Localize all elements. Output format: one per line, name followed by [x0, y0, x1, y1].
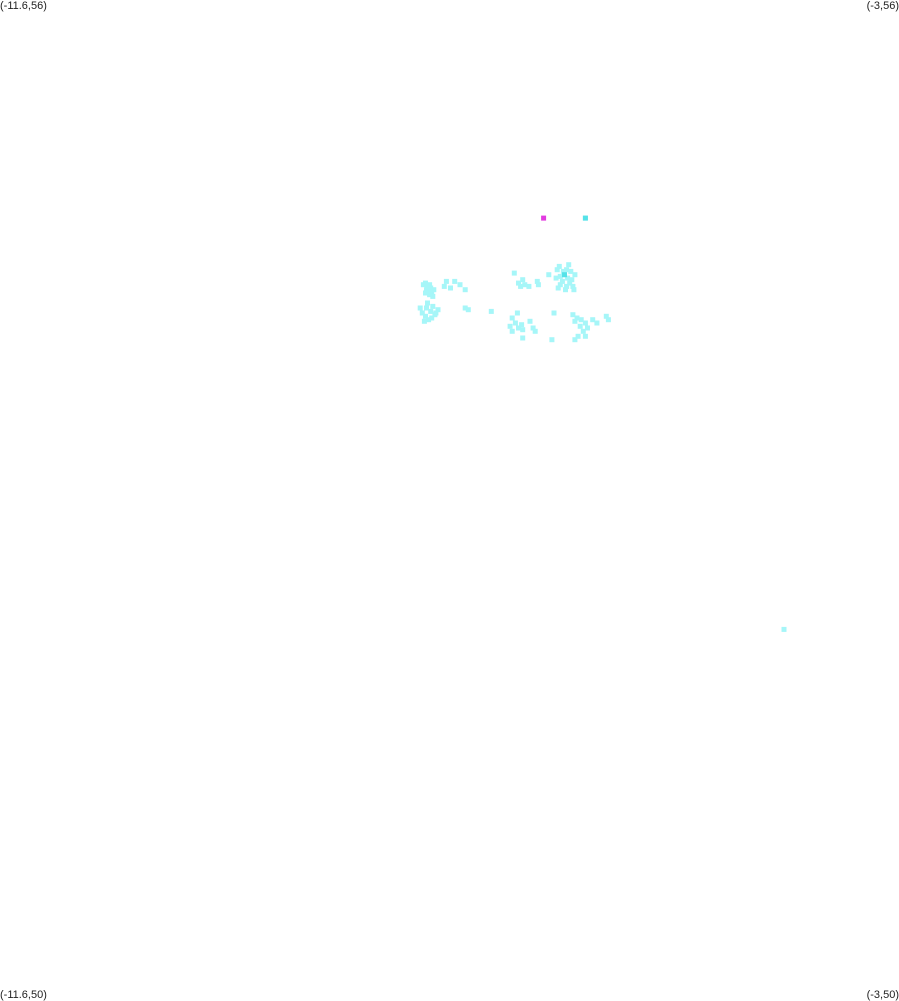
map-point-s0-77 — [572, 337, 578, 343]
map-point-s0-58 — [527, 318, 533, 324]
map-point-s0-57 — [520, 327, 526, 333]
map-point-s0-47 — [462, 305, 468, 311]
map-point-s0-16 — [522, 282, 528, 288]
map-point-s0-90 — [435, 307, 441, 313]
map-point-s0-88 — [429, 315, 435, 321]
map-point-s0-79 — [425, 300, 430, 306]
map-point-s0-19 — [534, 278, 540, 284]
map-point-s0-39 — [571, 287, 577, 293]
map-point-s0-10 — [431, 287, 437, 293]
map-point-s0-63 — [574, 315, 580, 321]
map-point-s0-89 — [421, 318, 427, 324]
map-point-s0-48 — [465, 307, 471, 313]
map-point-s0-61 — [570, 312, 576, 318]
map-point-s0-60 — [532, 328, 538, 334]
map-point-s0-80 — [428, 308, 434, 314]
map-point-s0-17 — [526, 283, 532, 289]
map-point-s0-85 — [417, 305, 423, 311]
map-point-s2-0 — [541, 215, 547, 221]
map-point-s0-12 — [546, 272, 552, 278]
map-point-s0-68 — [575, 333, 581, 339]
map-point-s0-29 — [564, 283, 570, 289]
map-point-s0-21 — [556, 263, 562, 269]
map-point-s1-1 — [582, 215, 588, 221]
map-point-s0-43 — [443, 278, 449, 284]
map-point-s0-40 — [553, 275, 559, 281]
map-point-s0-84 — [426, 317, 432, 323]
corner-label-top-right: (-3,56) — [866, 0, 899, 12]
map-point-s0-73 — [603, 313, 609, 319]
map-point-s0-42 — [457, 282, 463, 288]
map-point-s0-76 — [549, 337, 555, 343]
map-point-s0-18 — [516, 280, 521, 286]
map-point-s0-1 — [423, 280, 428, 286]
map-point-s0-9 — [427, 292, 433, 298]
map-point-s0-27 — [559, 278, 565, 284]
map-point-s0-53 — [516, 325, 521, 331]
map-point-s0-65 — [582, 320, 588, 326]
map-point-s0-26 — [565, 275, 571, 281]
map-point-s0-20 — [535, 282, 541, 288]
map-point-s0-6 — [426, 288, 432, 294]
map-point-s0-64 — [578, 317, 584, 323]
map-point-s0-56 — [509, 328, 515, 334]
map-point-s0-70 — [590, 317, 596, 323]
map-point-s0-11 — [430, 293, 436, 299]
map-point-s0-62 — [572, 318, 578, 324]
map-point-s0-33 — [554, 267, 560, 273]
map-point-s0-66 — [577, 323, 583, 329]
map-point-s0-83 — [430, 303, 436, 309]
map-point-s0-45 — [441, 283, 447, 289]
map-point-s0-32 — [572, 272, 578, 278]
map-point-s0-28 — [567, 280, 573, 286]
map-point-s0-35 — [560, 268, 566, 274]
map-point-s0-54 — [519, 322, 525, 328]
map-point-s0-81 — [419, 310, 425, 316]
map-point-s0-34 — [566, 262, 572, 268]
map-point-s0-82 — [423, 313, 428, 319]
map-point-s0-14 — [520, 277, 526, 283]
map-point-s0-22 — [564, 267, 570, 273]
corner-label-bottom-left: (-11.6,50) — [0, 989, 47, 1001]
map-point-s0-75 — [520, 335, 526, 341]
map-point-s0-50 — [514, 310, 520, 316]
map-point-s0-23 — [568, 268, 574, 274]
map-point-s0-49 — [488, 308, 494, 314]
map-point-s0-46 — [462, 287, 468, 293]
map-point-s0-69 — [585, 325, 590, 331]
corner-label-top-left: (-11.6,56) — [0, 0, 47, 12]
map-point-s0-38 — [563, 287, 568, 293]
map-point-s0-37 — [557, 282, 563, 288]
map-point-s0-92 — [781, 626, 787, 632]
map-point-s0-72 — [605, 317, 611, 323]
map-point-s0-78 — [582, 333, 588, 339]
map-point-s0-15 — [518, 283, 524, 289]
corner-label-bottom-right: (-3,50) — [866, 989, 899, 1001]
map-point-s0-67 — [580, 328, 586, 334]
map-point-s0-71 — [594, 320, 600, 326]
map-point-s0-44 — [448, 285, 453, 291]
map-point-s0-41 — [452, 278, 458, 284]
map-point-s0-91 — [433, 310, 439, 316]
map-point-s0-3 — [427, 282, 433, 288]
map-point-s0-4 — [428, 285, 434, 291]
map-point-s0-8 — [423, 290, 428, 296]
map-point-s0-36 — [569, 277, 575, 283]
map-point-s0-31 — [570, 283, 576, 289]
map-point-s0-13 — [511, 270, 517, 276]
map-point-s0-59 — [530, 325, 536, 331]
map-point-s0-74 — [551, 310, 557, 316]
map-point-s0-51 — [509, 315, 515, 321]
map-point-s1-0 — [562, 272, 567, 278]
map-point-s0-25 — [557, 273, 563, 279]
map-point-s0-52 — [512, 320, 518, 326]
map-point-s0-87 — [424, 305, 429, 311]
map-point-s0-55 — [507, 323, 513, 329]
map-point-s0-30 — [555, 285, 561, 291]
